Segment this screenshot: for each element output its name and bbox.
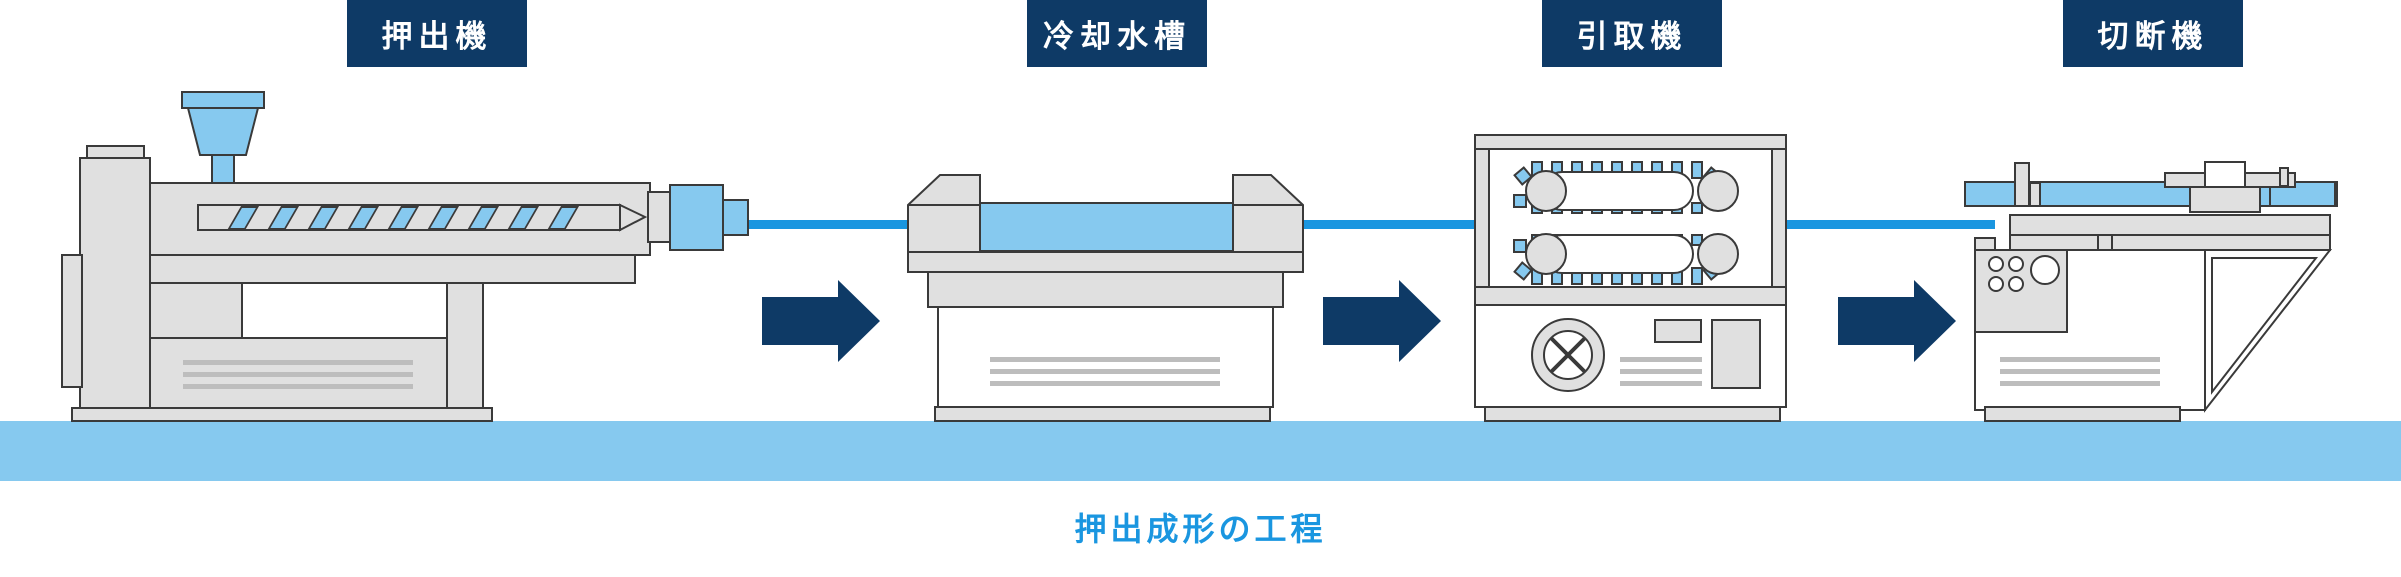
cooling-tank-machine bbox=[907, 174, 1304, 422]
arrow-right-icon bbox=[1838, 280, 1956, 362]
diagram-caption: 押出成形の工程 bbox=[1074, 510, 1327, 548]
ground-strip bbox=[0, 421, 2401, 481]
arrow-right-icon bbox=[1323, 280, 1441, 362]
extruder-machine bbox=[61, 91, 749, 422]
cutter-machine bbox=[1964, 161, 2338, 422]
stage-label-cooling-tank: 冷却水槽 bbox=[1027, 0, 1207, 67]
stage-label-haul-off: 引取機 bbox=[1542, 0, 1722, 67]
arrow-right-icon bbox=[762, 280, 880, 362]
stage-label-extruder: 押出機 bbox=[347, 0, 527, 67]
product-line bbox=[745, 220, 1995, 229]
stage-label-cutter: 切断機 bbox=[2063, 0, 2243, 67]
haul-off-machine bbox=[1474, 134, 1787, 422]
